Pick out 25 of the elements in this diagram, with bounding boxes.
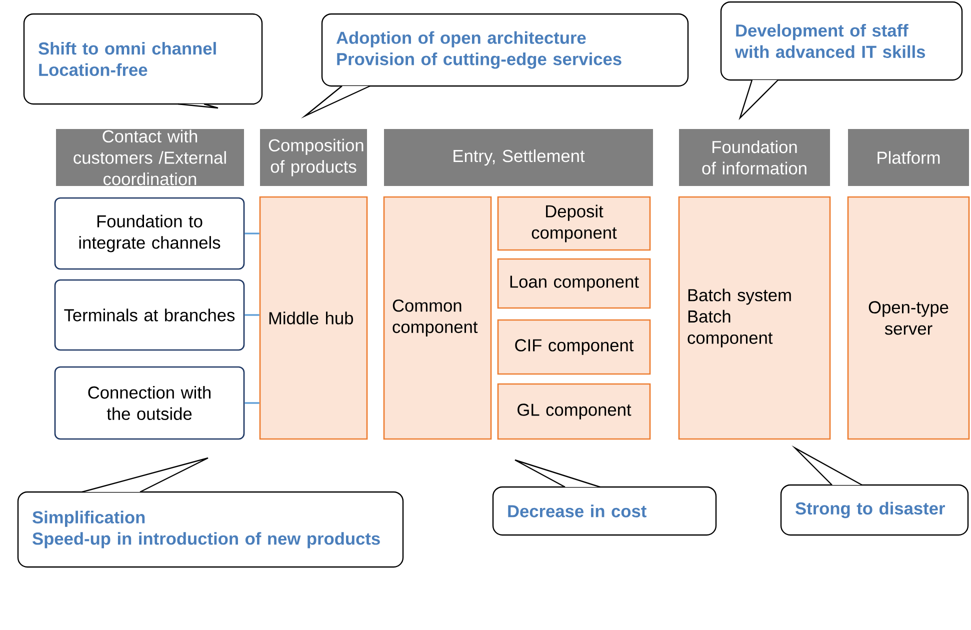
rounded-box: Foundation to integrate channels	[54, 197, 245, 270]
header-bar: Composition of products	[260, 129, 367, 186]
callout-bubble: Adoption of open architecture Provision of cutting-edge services	[300, 13, 689, 119]
connector-line	[244, 314, 260, 316]
header-bar: Foundation of information	[679, 129, 830, 186]
header-bar: Platform	[848, 129, 969, 186]
callout-bubble: Shift to omni channel Location-free	[23, 13, 263, 109]
connector-line	[244, 402, 260, 404]
component-box: Open-type server	[847, 196, 970, 440]
component-box: Loan component	[497, 258, 651, 309]
component-box: Middle hub	[259, 196, 368, 440]
callout-bubble: Decrease in cost	[492, 459, 717, 536]
component-box: Batch system Batch component	[678, 196, 831, 440]
component-box: GL component	[497, 383, 651, 440]
rounded-box: Terminals at branches	[54, 279, 245, 351]
callout-bubble: Development of staff with advanced IT skills	[720, 1, 963, 120]
rounded-box: Connection with the outside	[54, 366, 245, 440]
component-box: Common component	[383, 196, 492, 440]
header-bar: Entry, Settlement	[384, 129, 653, 186]
component-box: CIF component	[497, 319, 651, 375]
connector-line	[244, 232, 260, 234]
callout-bubble: Simplification Speed-up in introduction of new products	[17, 457, 404, 568]
component-box: Deposit component	[497, 196, 651, 251]
callout-bubble: Strong to disaster	[780, 445, 969, 536]
header-bar: Contact with customers /External coordination	[56, 129, 244, 186]
